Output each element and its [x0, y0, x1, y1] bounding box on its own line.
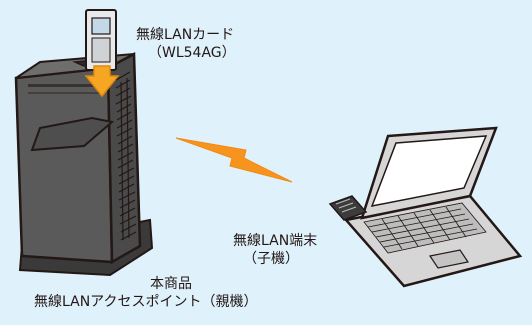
card-name-label: 無線LANカード: [136, 27, 235, 43]
router-flap: [30, 116, 115, 152]
router-front-dots: [28, 84, 102, 94]
laptop-wireless-card: [328, 195, 368, 221]
card-contacts: [91, 37, 111, 63]
client-name-label: 無線LAN端末: [233, 233, 318, 249]
wireless-card-illustration: [85, 9, 117, 71]
down-arrow-icon: [84, 65, 120, 98]
lightning-bolt-icon: [175, 137, 293, 183]
client-caption: 無線LAN端末 （子機）: [233, 232, 363, 268]
card-caption: 無線LANカード （WL54AG）: [136, 26, 296, 62]
laptop-keyboard: [363, 202, 487, 254]
router-vent: [115, 71, 137, 241]
client-role-label: （子機）: [243, 251, 299, 267]
laptop-touchpad: [429, 249, 469, 269]
router-product-label: 本商品: [150, 276, 192, 292]
router-front-panel: [14, 66, 114, 264]
card-model-label: （WL54AG）: [148, 45, 236, 61]
router-name-label: 無線LANアクセスポイント（親機）: [34, 294, 258, 310]
laptop-illustration: [328, 126, 523, 288]
access-point-illustration: [14, 51, 154, 277]
card-label: [91, 17, 111, 35]
router-caption: 本商品 無線LANアクセスポイント（親機）: [34, 275, 334, 311]
laptop-screen: [370, 135, 488, 207]
